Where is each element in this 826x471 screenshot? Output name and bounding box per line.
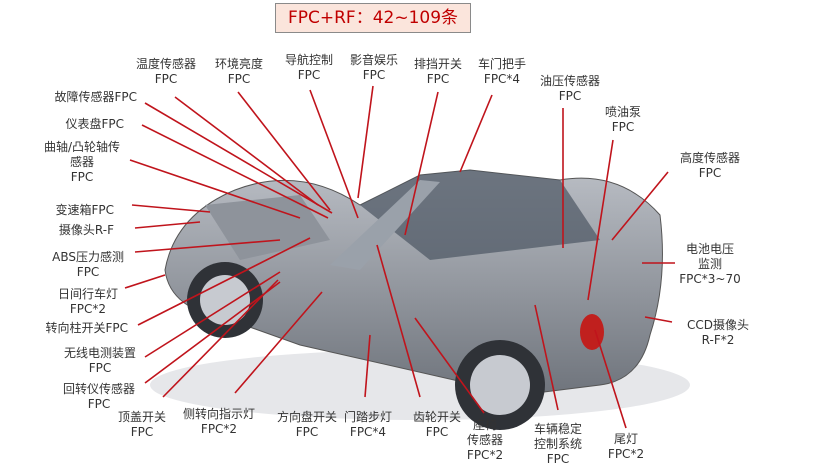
label-instrument-panel: 仪表盘FPC <box>65 117 124 132</box>
label-text: 转向柱开关FPC <box>45 321 128 335</box>
label-fault-sensor: 故障传感器FPC <box>54 90 137 105</box>
label-text: 排挡开关 <box>413 57 463 71</box>
label-count: FPC <box>88 361 112 375</box>
label-text: 无线电测装置 <box>63 346 136 360</box>
label-text: 日间行车灯 <box>57 287 118 301</box>
label-count: FPC <box>611 120 635 134</box>
label-text: 车门把手 <box>477 57 527 71</box>
label-text: 传感器 <box>466 433 503 447</box>
label-count: FPC <box>76 265 100 279</box>
label-text: 变速箱FPC <box>55 203 114 217</box>
label-text: 喷油泵 <box>604 105 642 119</box>
label-count: FPC <box>297 68 321 82</box>
label-count: FPC*2 <box>69 302 107 316</box>
label-count: FPC <box>87 397 111 411</box>
diagram-title: FPC+RF：42~109条 <box>275 3 471 33</box>
label-text: 油压传感器 <box>539 74 601 88</box>
label-gearbox: 变速箱FPC <box>55 203 114 218</box>
label-text: 导航控制 <box>284 53 334 67</box>
label-text: 齿轮开关 <box>412 410 462 424</box>
label-count: FPC <box>130 425 154 439</box>
label-text: 温度传感器 <box>135 57 197 71</box>
label-text: 方向盘开关 <box>276 410 338 424</box>
label-count: FPC*2 <box>607 447 645 461</box>
label-text: 摄像头R-F <box>58 223 114 237</box>
label-steering-column-switch: 转向柱开关FPC <box>45 321 128 336</box>
label-count: FPC <box>70 170 94 184</box>
label-count: FPC*4 <box>349 425 387 439</box>
label-text: 车辆稳定 <box>533 422 583 436</box>
label-count: FPC <box>295 425 319 439</box>
label-text: 电池电压 <box>685 242 735 256</box>
label-text: 故障传感器FPC <box>54 90 137 104</box>
label-text: 高度传感器 <box>679 151 741 165</box>
label-text: 顶盖开关 <box>117 410 167 424</box>
label-count: FPC*2 <box>466 448 504 462</box>
label-text: 感器 <box>69 155 94 169</box>
label-count: FPC*4 <box>483 72 521 86</box>
label-count: FPC <box>154 72 178 86</box>
label-count: FPC <box>558 89 582 103</box>
label-text: 环境亮度 <box>214 57 264 71</box>
label-text: 座椅 <box>472 418 497 432</box>
label-text: 回转仪传感器 <box>62 382 135 396</box>
label-count: FPC*2 <box>200 422 238 436</box>
label-text: 尾灯 <box>613 432 638 446</box>
label-count: FPC <box>546 452 570 466</box>
label-text: 影音娱乐 <box>349 53 399 67</box>
label-text: 控制系统 <box>533 437 583 451</box>
label-text: ABS压力感测 <box>52 250 124 264</box>
label-text: 监测 <box>697 257 723 271</box>
label-count: FPC <box>426 72 450 86</box>
rear-rim <box>470 355 530 415</box>
label-count: FPC <box>425 425 449 439</box>
label-count: FPC <box>362 68 386 82</box>
label-text: CCD摄像头 <box>687 318 749 332</box>
label-text: 曲轴/凸轮轴传 <box>43 140 120 154</box>
leader-lines <box>124 85 675 429</box>
label-camera: 摄像头R-F <box>59 223 114 238</box>
label-count: FPC <box>227 72 251 86</box>
label-count: FPC <box>698 166 722 180</box>
label-count: R-F*2 <box>701 333 735 347</box>
label-count: FPC*3~70 <box>679 272 741 286</box>
label-text: 仪表盘FPC <box>65 117 124 131</box>
label-text: 门踏步灯 <box>343 410 393 424</box>
label-text: 侧转向指示灯 <box>182 407 256 421</box>
